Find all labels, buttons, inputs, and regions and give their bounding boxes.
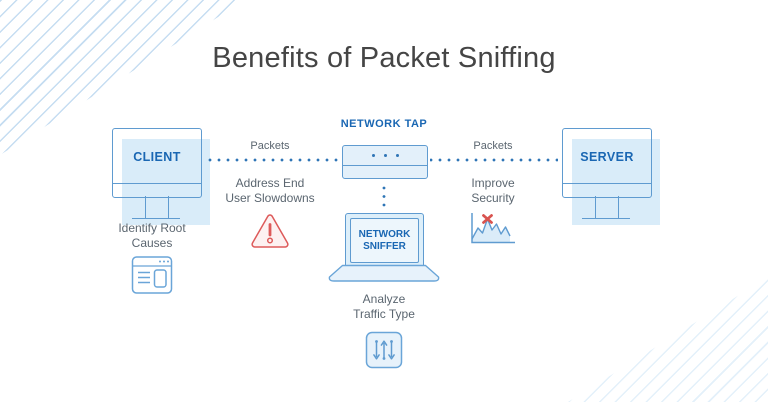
- laptop-base-icon: [328, 264, 440, 282]
- client-monitor-stand: [145, 196, 169, 219]
- server-node: SERVER: [562, 128, 662, 225]
- server-monitor-base: [582, 218, 630, 219]
- page-title: Benefits of Packet Sniffing: [212, 42, 556, 74]
- client-label: CLIENT: [133, 149, 181, 164]
- packet-flow-line-tap-server: [430, 158, 558, 162]
- server-monitor-shadow: [572, 139, 660, 225]
- network-tap-icon: [342, 145, 428, 179]
- tap-led-dot: [371, 154, 375, 157]
- benefit-identify-root-causes: Identify Root Causes: [82, 221, 222, 251]
- client-monitor-shadow: [122, 139, 210, 225]
- warning-triangle-icon: [251, 214, 289, 248]
- network-sniffer-label: NETWORK SNIFFER: [350, 218, 419, 263]
- benefit-text-line: Address End: [235, 176, 305, 190]
- client-node: CLIENT: [112, 128, 212, 225]
- tap-divider-line: [343, 165, 427, 166]
- client-monitor-base: [132, 218, 180, 219]
- tap-sniffer-link-line: [382, 181, 386, 212]
- packets-label-right: Packets: [473, 140, 513, 152]
- benefit-address-slowdowns: Address End User Slowdowns: [200, 176, 340, 206]
- server-monitor-chin: [563, 183, 651, 197]
- server-monitor-stand: [595, 196, 619, 219]
- tap-led-dot: [395, 154, 399, 157]
- tap-led-dots: [343, 146, 427, 165]
- benefit-analyze-traffic: Analyze Traffic Type: [314, 292, 454, 322]
- decorative-stripes-bottom-right: [568, 277, 768, 402]
- server-monitor-icon: SERVER: [562, 128, 652, 198]
- packet-flow-line-client-tap: [208, 158, 338, 162]
- network-tap-label: NETWORK TAP: [340, 118, 428, 130]
- benefit-text-line: Security: [471, 191, 515, 205]
- client-monitor-chin: [113, 183, 201, 197]
- browser-window-icon: [131, 256, 173, 294]
- network-sniffer-node: NETWORK SNIFFER: [345, 213, 424, 268]
- benefit-text-line: Identify Root: [118, 221, 186, 235]
- benefit-text-line: Analyze: [362, 292, 406, 306]
- server-label: SERVER: [580, 149, 634, 164]
- anomaly-chart-icon: [471, 213, 515, 244]
- packets-label-left: Packets: [250, 140, 290, 152]
- tap-led-dot: [383, 154, 387, 157]
- benefit-text-line: Causes: [131, 236, 173, 250]
- client-monitor-icon: CLIENT: [112, 128, 202, 198]
- benefit-text-line: Traffic Type: [353, 307, 415, 321]
- benefit-text-line: User Slowdowns: [225, 191, 315, 205]
- benefit-improve-security: Improve Security: [423, 176, 563, 206]
- traffic-arrows-icon: [365, 331, 403, 369]
- benefit-text-line: Improve: [471, 176, 515, 190]
